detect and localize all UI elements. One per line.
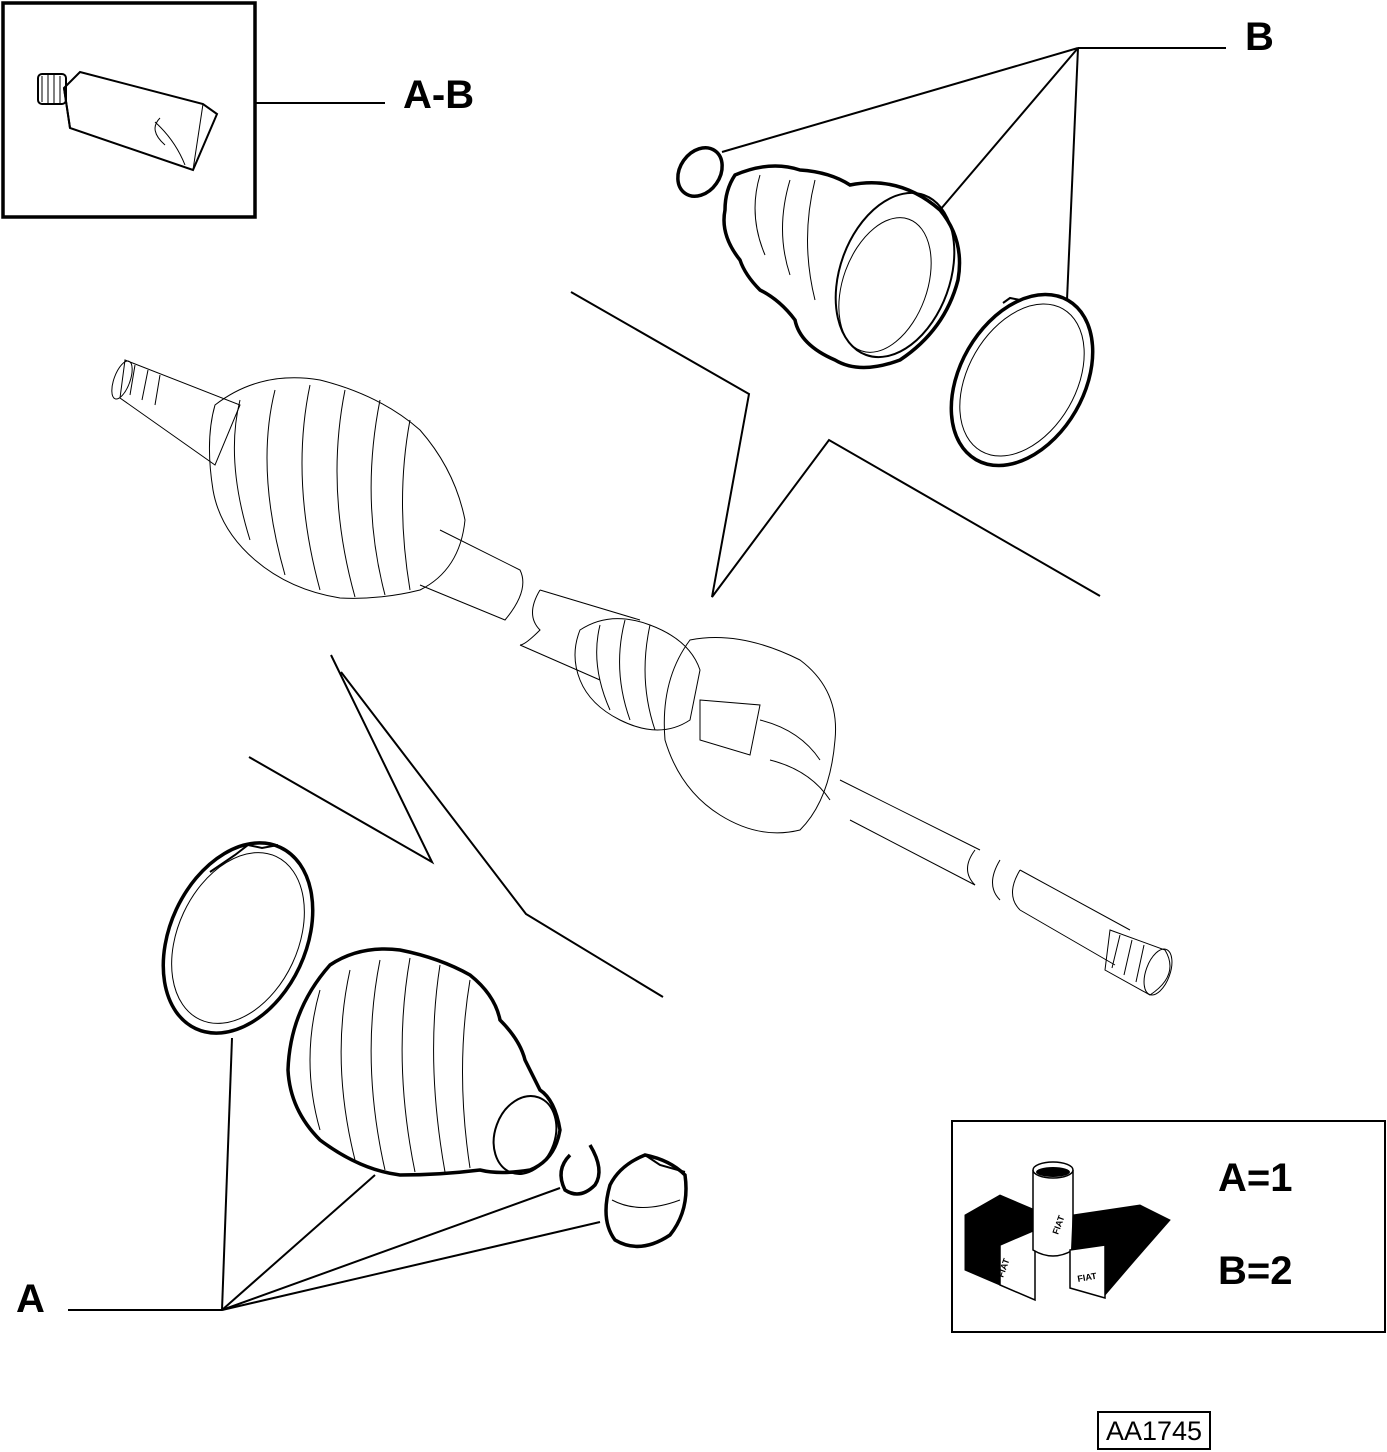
band-clamp-b [949,292,1095,468]
band-clamp-a-large [161,841,315,1035]
small-clip-ring-b [676,146,724,198]
grease-tube-inset: A-B [1,1,474,219]
drawing-code-stamp: AA1745 [1097,1411,1211,1450]
quantity-legend-box: FIAT FIAT FIAT A=1 B=2 [951,1120,1386,1333]
small-clip-ring-a [559,1144,601,1196]
boot-a [286,947,562,1177]
fiat-logo-text-right: FIAT [1077,1271,1098,1284]
kit-b-group: B [676,15,1274,468]
pointer-wedges [248,291,1101,998]
kit-b-callout-label: B [1245,15,1274,59]
fiat-parts-icon: FIAT FIAT FIAT [964,1161,1171,1302]
boot-b [722,164,962,370]
band-clamp-a-small [604,1153,688,1249]
grease-callout-label: A-B [403,73,474,117]
quantity-b-text: B=2 [1218,1249,1293,1293]
drawing-code-text: AA1745 [1106,1416,1202,1446]
quantity-a-text: A=1 [1218,1156,1293,1200]
grease-tube-icon [37,70,219,172]
kit-a-group: A [16,841,688,1321]
kit-a-callout-label: A [16,1277,45,1321]
drive-shaft [111,359,1173,996]
